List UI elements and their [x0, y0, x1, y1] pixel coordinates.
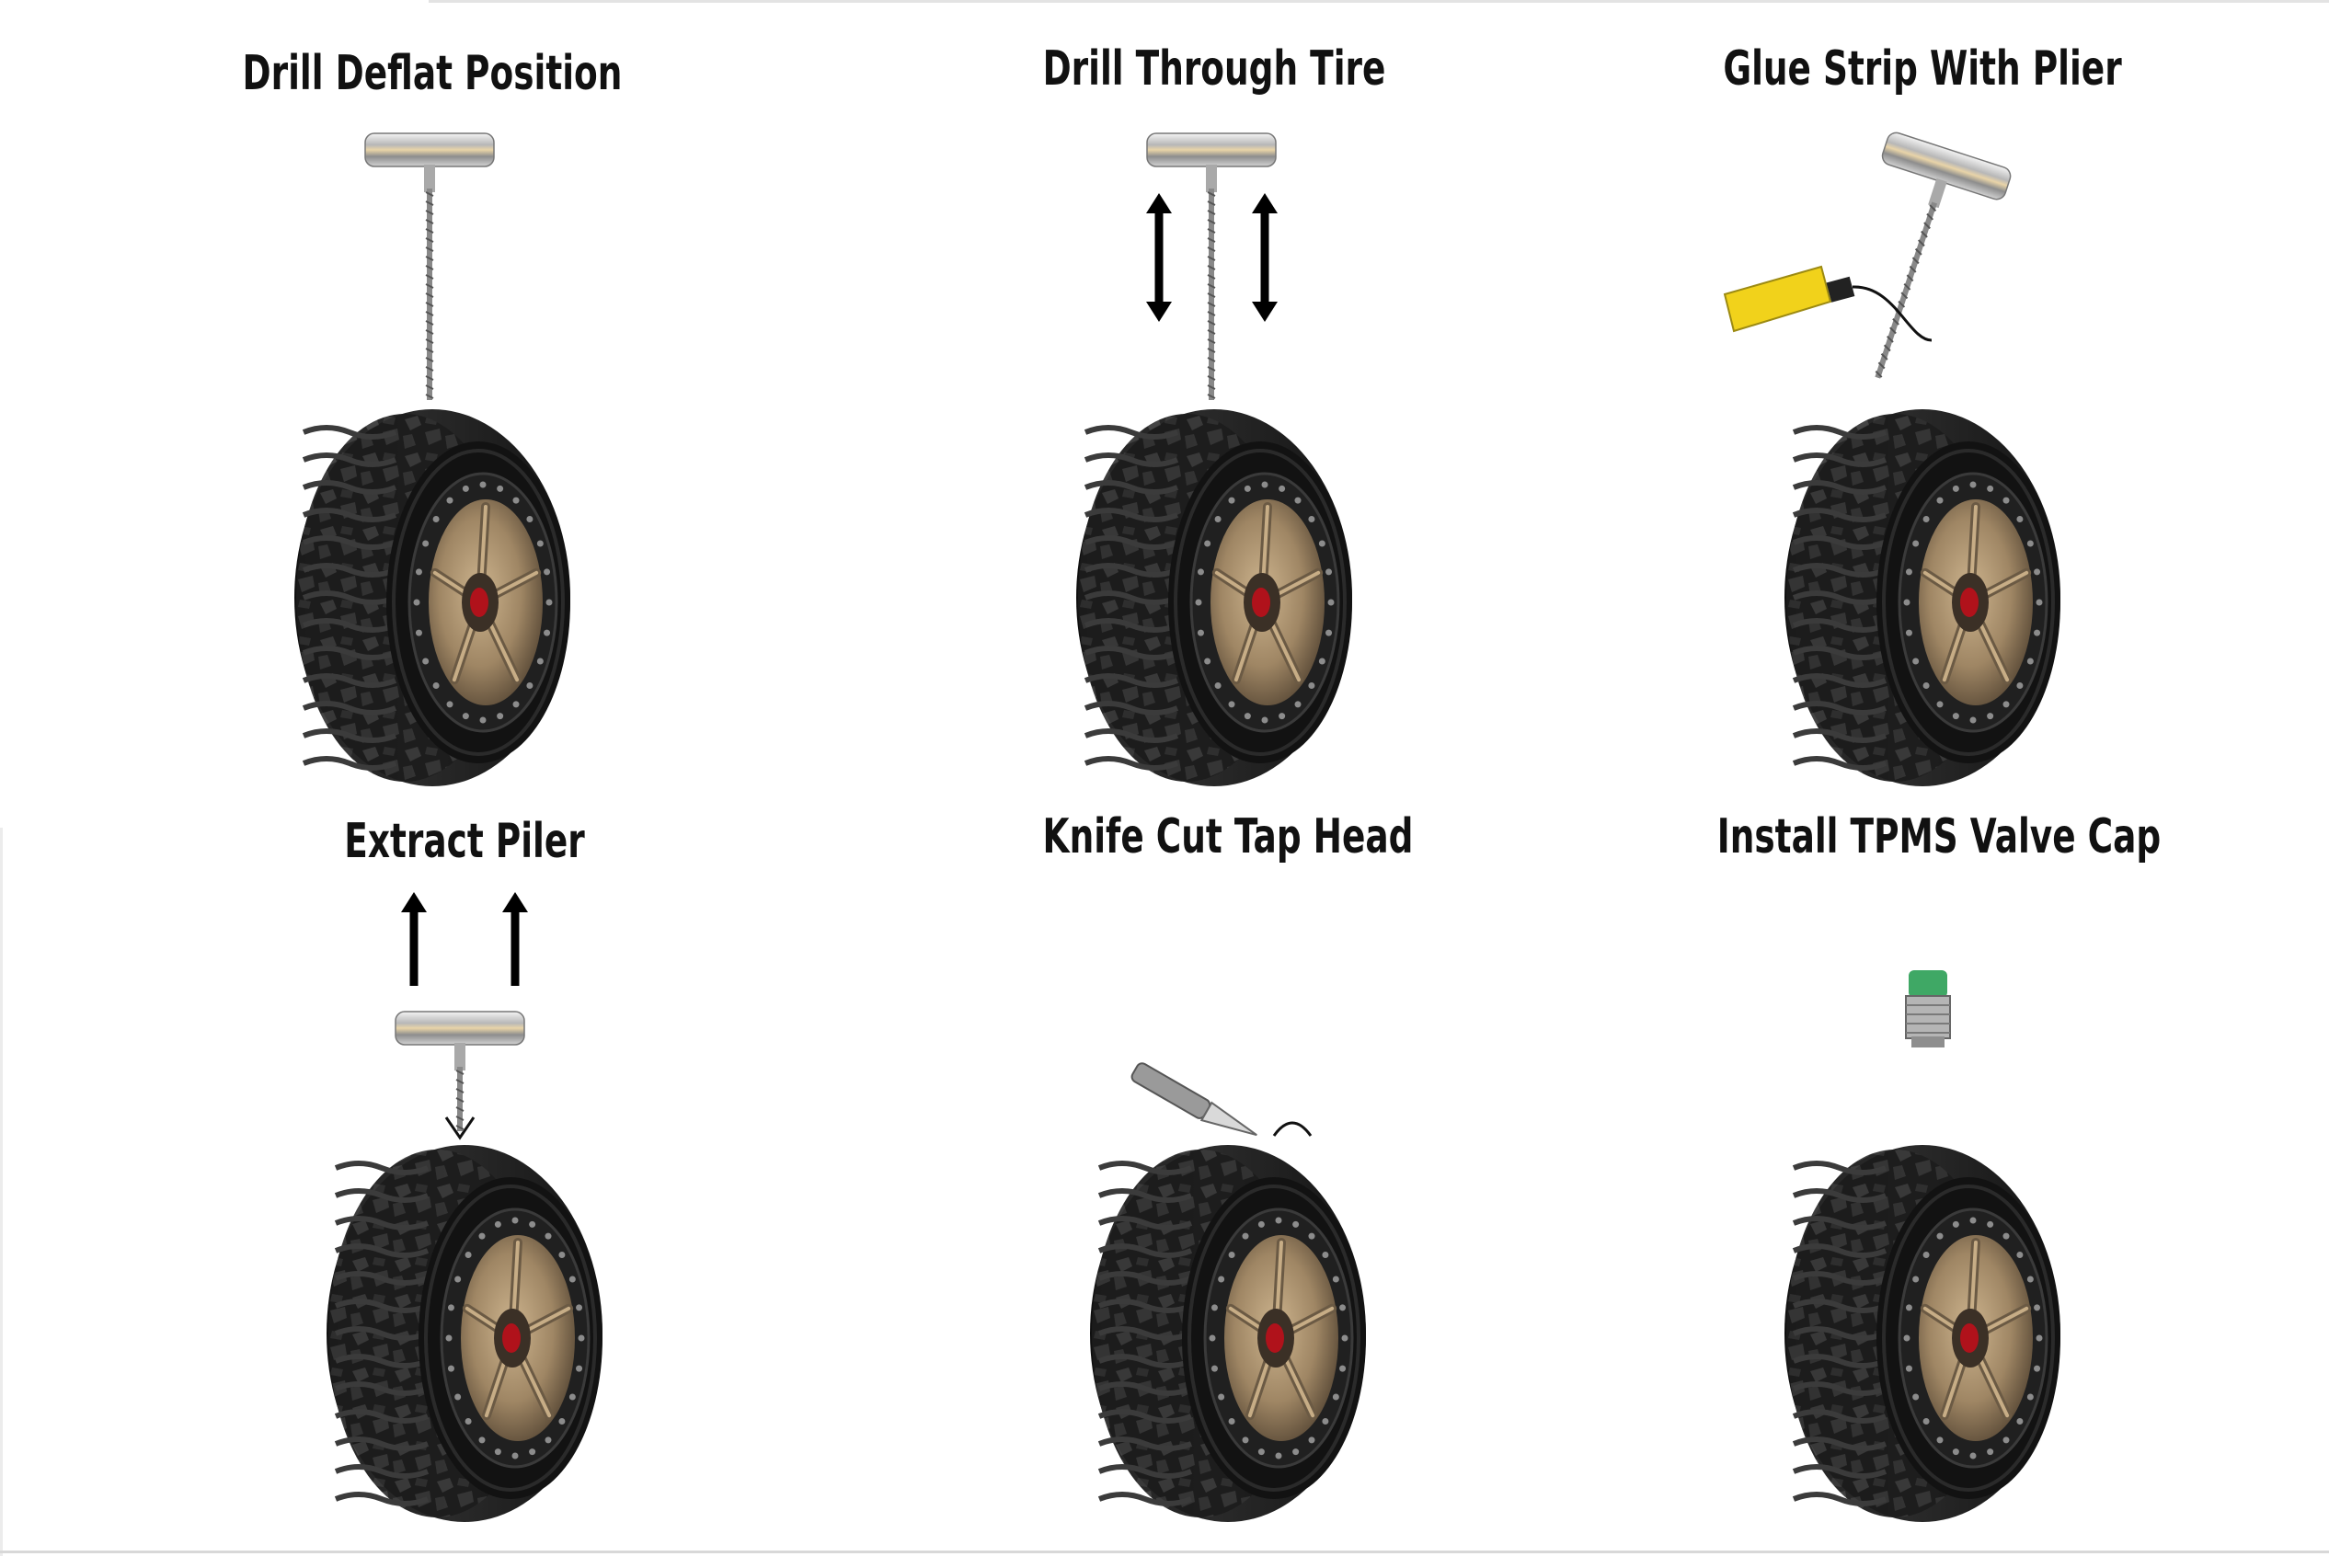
- step-illustration: [1784, 970, 2060, 1522]
- hub-cap: [470, 588, 488, 617]
- wheel-rim: [1919, 1235, 2033, 1441]
- hub-cap: [1252, 588, 1270, 617]
- up-arrow-icon: [401, 892, 427, 986]
- tire: [294, 409, 570, 786]
- tire: [1784, 1145, 2060, 1522]
- tire: [327, 1145, 602, 1522]
- tpms-valve-cap-icon: [1905, 970, 1951, 1047]
- step-install-tpms-valve-cap: Install TPMS Valve Cap: [1637, 809, 2208, 1568]
- hub-cap: [502, 1323, 521, 1353]
- hub-cap: [1960, 1323, 1979, 1353]
- up-down-arrow-icon: [1252, 193, 1278, 322]
- step-extract-piler: Extract Piler: [179, 814, 750, 1568]
- wheel-rim: [1224, 1235, 1338, 1441]
- step-illustration: [294, 132, 570, 786]
- wheel-rim: [461, 1235, 575, 1441]
- t-handle-tool: [1146, 132, 1277, 400]
- step-drill-through-tire: Drill Through Tire: [929, 41, 1499, 800]
- step-title: Drill Through Tire: [1042, 41, 1386, 97]
- hub-cap: [1960, 588, 1979, 617]
- utility-knife-icon: [1130, 1062, 1257, 1137]
- up-arrow-icon: [502, 892, 528, 986]
- wheel-rim: [429, 499, 543, 705]
- step-title: Glue Strip With Plier: [1723, 41, 2122, 97]
- step-glue-strip-with-plier: Glue Strip With Plier: [1637, 41, 2208, 800]
- step-illustration: [1723, 132, 2060, 786]
- step-illustration: [1076, 132, 1352, 786]
- step-title: Drill Deflat Position: [242, 46, 623, 101]
- tire: [1784, 409, 2060, 786]
- step-title: Install TPMS Valve Cap: [1716, 809, 2162, 864]
- step-title: Knife Cut Tap Head: [1042, 809, 1414, 864]
- t-handle-tool: [395, 1011, 525, 1131]
- bottom-divider: [0, 1551, 2329, 1553]
- step-illustration: [1090, 1062, 1366, 1522]
- tire: [1076, 409, 1352, 786]
- glue-tube-icon: [1723, 265, 1855, 333]
- up-down-arrow-icon: [1146, 193, 1172, 322]
- wheel-rim: [1210, 499, 1325, 705]
- left-divider: [0, 828, 3, 1556]
- wheel-rim: [1919, 499, 2033, 705]
- t-handle-tool: [1875, 132, 2012, 379]
- plug-strip: [444, 1116, 476, 1140]
- hub-cap: [1266, 1323, 1284, 1353]
- t-handle-tool: [364, 132, 495, 400]
- top-divider: [429, 0, 2329, 3]
- step-knife-cut-tap-head: Knife Cut Tap Head: [943, 809, 1513, 1568]
- tire: [1090, 1145, 1366, 1522]
- step-title: Extract Piler: [344, 814, 585, 869]
- step-drill-deflat-position: Drill Deflat Position: [147, 46, 717, 800]
- step-illustration: [327, 892, 602, 1522]
